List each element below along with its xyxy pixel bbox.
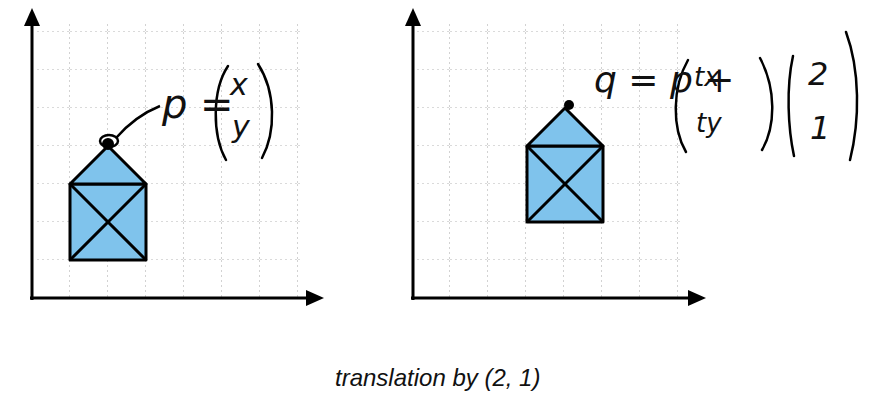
left-grid bbox=[34, 22, 300, 298]
handwritten-label: 1 bbox=[810, 112, 830, 144]
left-house bbox=[70, 135, 146, 260]
handwritten-label: p = bbox=[162, 84, 234, 124]
right-axes bbox=[405, 8, 706, 306]
left-axes bbox=[24, 8, 324, 306]
handwritten-label: ty bbox=[696, 110, 722, 136]
handwritten-label: tx bbox=[694, 64, 720, 90]
handwritten-label: y bbox=[232, 112, 250, 142]
figure-caption: translation by (2, 1) bbox=[335, 366, 540, 390]
right-house bbox=[527, 100, 603, 222]
handwritten-label: x bbox=[230, 70, 248, 100]
leader-line bbox=[116, 106, 160, 138]
handwritten-label: 2 bbox=[808, 58, 828, 90]
